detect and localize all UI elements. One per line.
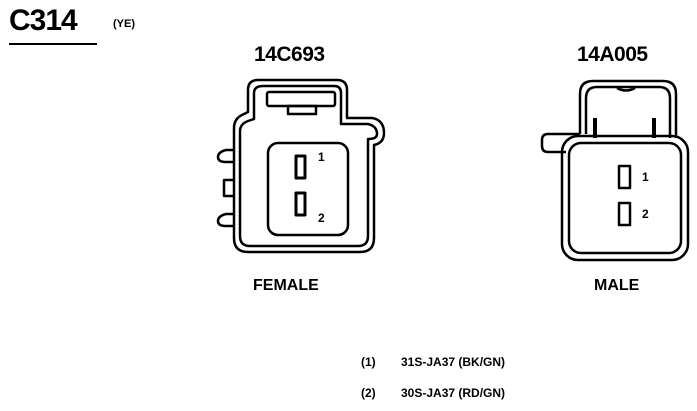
title-underline — [9, 43, 97, 45]
female-pin-1-label: 1 — [318, 150, 325, 164]
male-label: MALE — [594, 277, 640, 294]
connector-color-code: (YE) — [113, 18, 135, 30]
male-pin-1-label: 1 — [642, 170, 649, 184]
pinout-row: (1) 31S-JA37 (BK/GN) — [361, 355, 505, 369]
pinout-circuit: 31S-JA37 (BK/GN) — [401, 355, 506, 369]
pinout-index: (1) — [361, 355, 376, 369]
female-part-number: 14C693 — [254, 43, 325, 66]
female-connector-icon — [216, 78, 386, 254]
pinout-index: (2) — [361, 386, 376, 400]
pinout-circuit: 30S-JA37 (RD/GN) — [401, 386, 506, 400]
female-pin-2-label: 2 — [318, 211, 325, 225]
female-label: FEMALE — [253, 277, 319, 294]
pinout-row: (2) 30S-JA37 (RD/GN) — [361, 386, 505, 400]
male-connector-icon — [540, 79, 690, 262]
connector-id: C314 — [9, 4, 78, 37]
male-part-number: 14A005 — [577, 43, 648, 66]
male-pin-2-label: 2 — [642, 207, 649, 221]
